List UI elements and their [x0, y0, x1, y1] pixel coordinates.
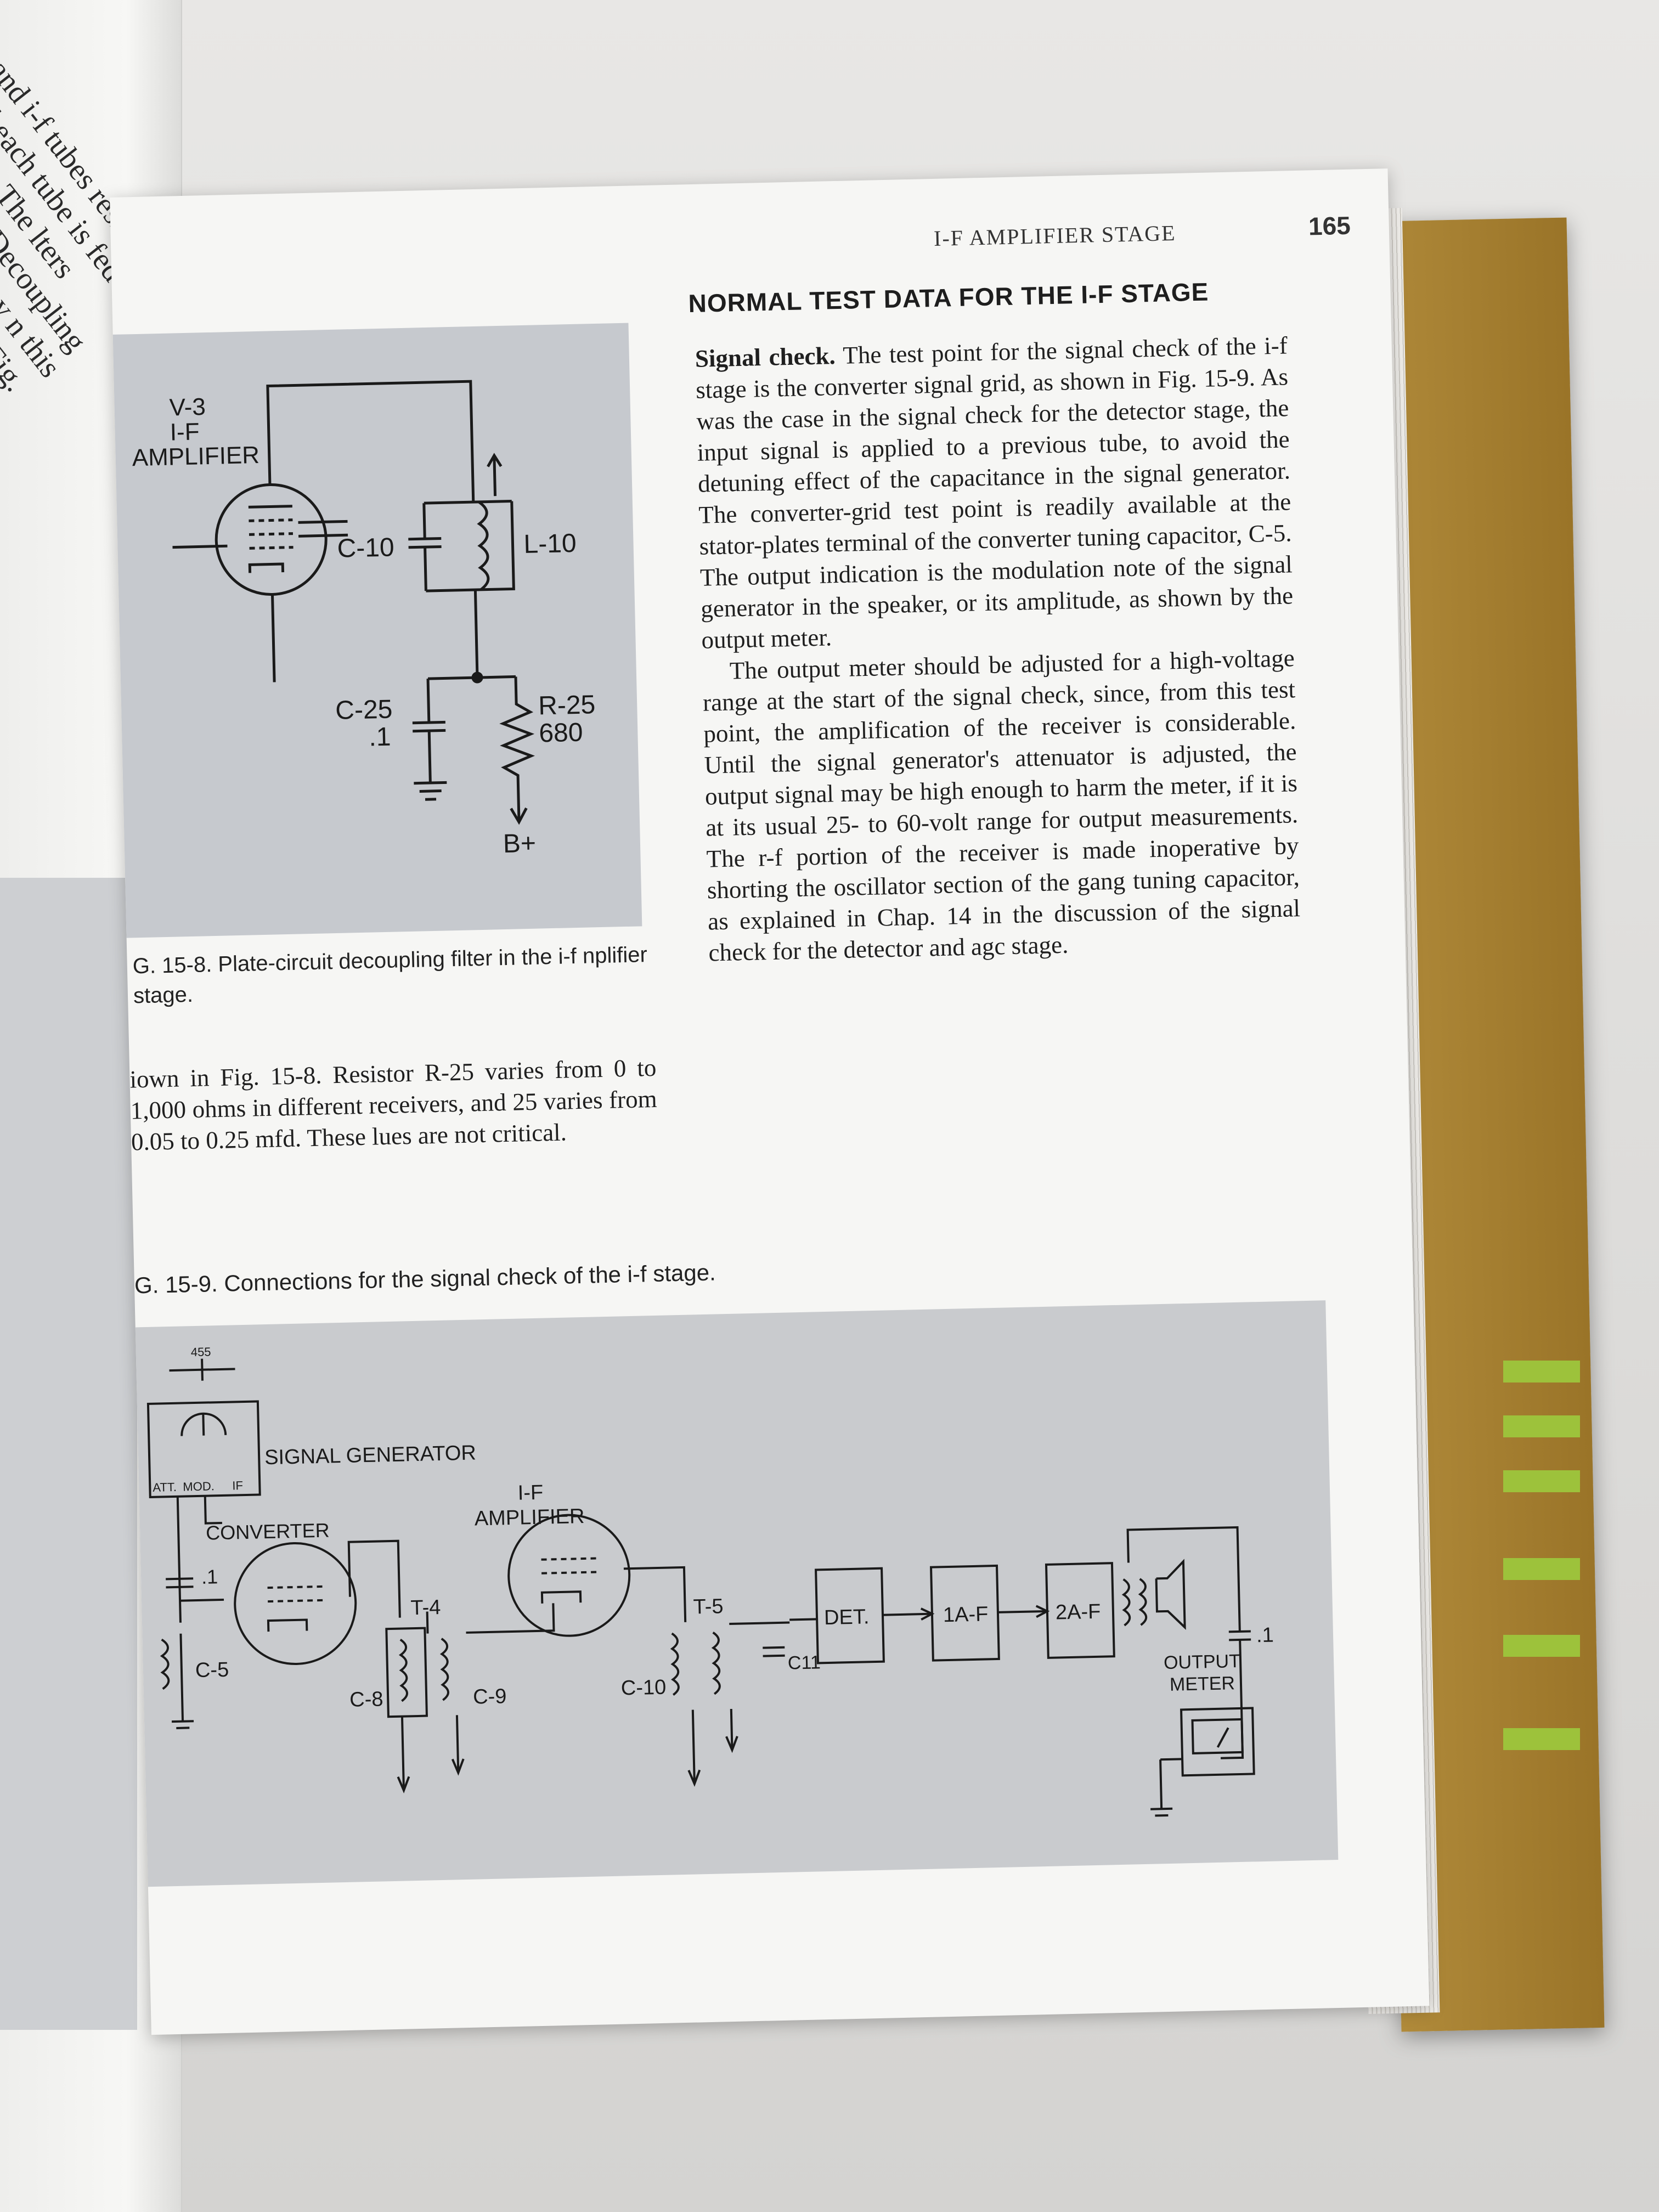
tube-label-line2: I-F	[170, 418, 200, 445]
output-label-line2: METER	[1170, 1673, 1235, 1695]
mod-label: MOD.	[183, 1479, 215, 1493]
if-amp-label-line1: I-F	[517, 1481, 543, 1505]
right-page: I-F AMPLIFIER STAGE 165 NORMAL TEST DATA…	[110, 168, 1430, 2035]
running-title: I-F AMPLIFIER STAGE	[933, 220, 1176, 251]
output-meter	[1180, 1707, 1255, 1777]
r25-label: R-25	[538, 690, 596, 720]
c9-label: C-9	[473, 1685, 507, 1708]
tube-label-line1: V-3	[169, 393, 206, 421]
cover-stripe	[1503, 1635, 1580, 1657]
converter-tube	[234, 1542, 357, 1665]
first-af-label: 1A-F	[943, 1602, 989, 1627]
paragraph-1-text: The test point for the signal check of t…	[695, 331, 1294, 654]
det-label: DET.	[824, 1605, 870, 1629]
if-amplifier-tube	[507, 1514, 631, 1637]
output-cap-value: .1	[1256, 1624, 1274, 1647]
page-number: 165	[1308, 211, 1351, 241]
figure-15-8-caption: G. 15-8. Plate-circuit decoupling filter…	[132, 943, 648, 1008]
t5-label: T-5	[693, 1595, 724, 1618]
c10-label: C-10	[337, 533, 394, 563]
cover-stripe	[1503, 1558, 1580, 1580]
c25-label: C-25	[335, 695, 393, 725]
figure-15-8: V-3 I-F AMPLIFIER C-10 L-10 C-25 .1 R-25…	[112, 323, 642, 938]
c25-value: .1	[369, 723, 391, 752]
c8-label: C-8	[349, 1688, 383, 1711]
lower-left-paragraph: iown in Fig. 15-8. Resistor R-25 varies …	[129, 1053, 658, 1156]
c10-label: C-10	[620, 1676, 666, 1700]
c11-label: C11	[787, 1652, 821, 1673]
figure-15-9: 455 SIGNAL GENERATOR ATT. MOD. IF CONVER…	[135, 1300, 1339, 1887]
decoupling-filter-schematic: V-3 I-F AMPLIFIER C-10 L-10 C-25 .1 R-25…	[132, 380, 596, 859]
signal-check-schematic: 455 SIGNAL GENERATOR ATT. MOD. IF CONVER…	[146, 1345, 1274, 1817]
tube-symbol	[215, 483, 328, 596]
converter-label: CONVERTER	[206, 1519, 330, 1544]
left-page-figure	[0, 878, 137, 2030]
running-header: I-F AMPLIFIER STAGE 165	[933, 211, 1351, 251]
c5-label: C-5	[195, 1658, 229, 1682]
figure-15-9-caption: G. 15-9. Connections for the signal chec…	[134, 1259, 716, 1299]
att-label: ATT.	[153, 1480, 177, 1494]
paragraph-2: The output meter should be adjusted for …	[702, 644, 1301, 967]
run-in-heading: Signal check.	[695, 342, 836, 373]
l10-label: L-10	[523, 529, 577, 559]
tube-label-line3: AMPLIFIER	[132, 442, 259, 471]
paragraph-signal-check: Signal check. The test point for the sig…	[695, 330, 1294, 656]
freq-label: 455	[191, 1345, 211, 1359]
cover-stripe	[1503, 1728, 1580, 1750]
cover-stripe	[1503, 1470, 1580, 1492]
second-af-label: 2A-F	[1055, 1600, 1101, 1624]
cover-stripe	[1503, 1361, 1580, 1383]
output-label-line1: OUTPUT	[1164, 1651, 1241, 1673]
body-text: Signal check. The test point for the sig…	[695, 330, 1301, 968]
generator-label: SIGNAL GENERATOR	[264, 1441, 477, 1469]
r25-value: 680	[539, 718, 583, 748]
if-label: IF	[232, 1479, 243, 1492]
if-amp-label-line2: AMPLIFIER	[474, 1505, 585, 1531]
section-heading: NORMAL TEST DATA FOR THE I-F STAGE	[688, 277, 1209, 318]
coupling-cap-value: .1	[201, 1565, 218, 1588]
cover-stripe	[1503, 1415, 1580, 1437]
bplus-label: B+	[503, 829, 536, 859]
speaker-icon	[1155, 1559, 1186, 1630]
t4-label: T-4	[410, 1596, 441, 1620]
